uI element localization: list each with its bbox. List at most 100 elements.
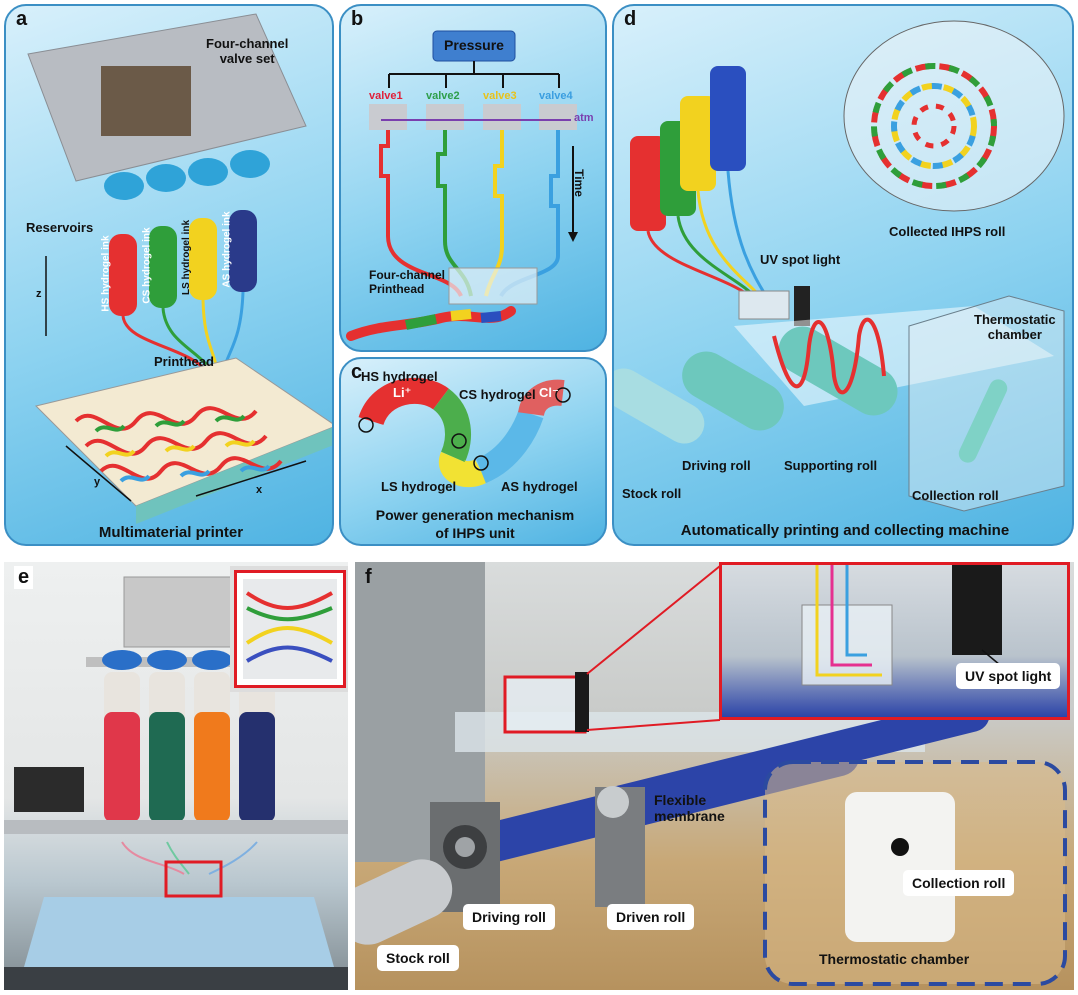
panel-b: b Pressure valve1 valve2 valve3 valve4 a… — [339, 4, 607, 352]
supporting-roll-label-d: Supporting roll — [784, 458, 878, 473]
stock-roll-label-d: Stock roll — [622, 486, 682, 501]
ls-reservoir — [189, 218, 217, 300]
valve2-label: valve2 — [426, 90, 460, 102]
panel-d: d Collected IHPS roll UV spot light Ther… — [612, 4, 1074, 546]
printhead-zoom-box — [503, 675, 587, 734]
hs-reservoir — [109, 234, 137, 316]
panel-d-letter: d — [624, 8, 637, 30]
panel-e-scene — [4, 576, 348, 990]
printhead-label-b: Four-channel Printhead — [369, 268, 446, 296]
ls-hydrogel-label: LS hydrogel — [381, 479, 457, 494]
valve4-label: valve4 — [539, 90, 573, 102]
four-channel-printhead — [448, 267, 538, 305]
panel-d-caption: Automatically printing and collecting ma… — [680, 522, 1010, 539]
uv-tag-f: UV spot light — [956, 663, 1061, 689]
x-axis-arrow — [195, 460, 307, 497]
panel-c-letter: c — [351, 361, 363, 383]
as-ink-label: AS hydrogel ink — [221, 211, 233, 288]
panel-c-caption-1: Power generation mechanism — [375, 507, 575, 523]
driving-roll-d — [682, 351, 784, 431]
inset-channels — [243, 579, 337, 679]
ls-hydrogel-segment — [439, 451, 488, 488]
syringe-yellow — [680, 96, 716, 191]
syringe-red — [630, 136, 666, 231]
axis-x-label: x — [256, 484, 263, 496]
driven-roll-shaft — [600, 697, 990, 821]
collection-roll-d — [958, 379, 1008, 463]
printhead-highlight-box — [164, 860, 223, 898]
uv-spot-light-f — [952, 565, 1002, 655]
cl-ion-label: Cl⁻ — [539, 385, 559, 400]
time-label: Time — [571, 169, 586, 197]
chamber-label-d: Thermostatic chamber — [974, 312, 1056, 342]
driven-roll-tag: Driven roll — [607, 904, 695, 930]
reservoirs-label: Reservoirs — [26, 220, 94, 235]
cs-hydrogel-label: CS hydrogel — [459, 387, 536, 402]
valve-block — [101, 66, 191, 136]
collection-roll-holder — [845, 792, 955, 942]
ls-ink-label: LS hydrogel ink — [181, 219, 193, 296]
y-axis-arrow — [65, 445, 132, 502]
stock-roll-d — [614, 368, 705, 444]
panel-d-illustration — [614, 20, 1065, 512]
controller-box — [14, 767, 84, 812]
red-syringe-e — [104, 712, 140, 822]
blue-syringe-e — [239, 712, 275, 822]
printed-fiber — [74, 406, 283, 481]
panel-b-diagram — [346, 30, 578, 341]
driving-roll-tag: Driving roll — [463, 904, 555, 930]
panel-e-letter: e — [14, 566, 34, 589]
orange-syringe-e — [194, 712, 230, 822]
inset-scene-f — [801, 565, 1013, 686]
plus-icon — [358, 417, 374, 433]
valve3-label: valve3 — [483, 90, 517, 102]
pressure-label: Pressure — [444, 37, 504, 53]
li-ion-label: Li⁺ — [393, 385, 412, 400]
cs-reservoir — [149, 226, 177, 308]
axis-y-label: y — [94, 476, 101, 488]
collection-roll-label-d: Collection roll — [912, 488, 999, 503]
valve1-label: valve1 — [369, 90, 403, 102]
panel-c: c HS hydrogel CS hydrogel Li⁺ Cl⁻ LS hyd… — [339, 357, 607, 546]
minus-icon — [473, 455, 489, 471]
as-reservoir — [229, 210, 257, 292]
hs-hydrogel-label: HS hydrogel — [361, 369, 438, 384]
panel-f-photo: UV spot light f Flexible membrane Collec… — [355, 562, 1074, 990]
hs-ink-label: HS hydrogel ink — [100, 235, 112, 312]
uv-spot-light-d — [794, 286, 810, 326]
print-bed-e — [24, 897, 334, 967]
stock-roll-tag: Stock roll — [377, 945, 459, 971]
printhead-label: Printhead — [154, 354, 214, 369]
panel-c-caption-2: of IHPS unit — [435, 525, 515, 541]
as-hydrogel-segment — [475, 409, 544, 484]
panel-f-letter: f — [365, 566, 372, 588]
cs-ink-label: CS hydrogel ink — [141, 227, 153, 304]
hs-hydrogel-segment — [358, 378, 449, 427]
syringe-blue — [710, 66, 746, 171]
uv-label-d: UV spot light — [760, 252, 841, 267]
collection-roll-tag: Collection roll — [903, 870, 1015, 896]
uv-zoom-inset: UV spot light — [719, 562, 1070, 720]
printhead-inset — [234, 570, 346, 688]
green-syringe-e — [149, 712, 185, 822]
panel-a-caption: Multimaterial printer — [98, 524, 244, 541]
thermostatic-chamber-tag: Thermostatic chamber — [819, 951, 970, 967]
panel-a-letter: a — [16, 8, 28, 30]
stock-roll-f — [355, 859, 453, 945]
panel-a: a Four-channel valve set Reservoirs HS h… — [4, 4, 334, 546]
panel-a-illustration — [27, 13, 332, 524]
printhead-d — [738, 290, 790, 320]
panel-c-diagram — [358, 378, 571, 488]
panel-b-letter: b — [351, 8, 364, 30]
valve-set-label: Four-channel valve set — [206, 36, 289, 66]
as-hydrogel-label: AS hydrogel — [501, 479, 578, 494]
flexible-membrane-tag: Flexible membrane — [654, 792, 725, 824]
printer-bed — [35, 357, 332, 507]
panel-e-photo: e — [4, 562, 348, 990]
atm-label: atm — [574, 112, 594, 124]
axis-z-label: z — [36, 288, 42, 300]
driving-roll-label-d: Driving roll — [682, 458, 751, 473]
panel-f-scene — [355, 562, 1067, 986]
collected-roll-label: Collected IHPS roll — [889, 224, 1006, 239]
cs-hydrogel-segment — [432, 388, 471, 463]
